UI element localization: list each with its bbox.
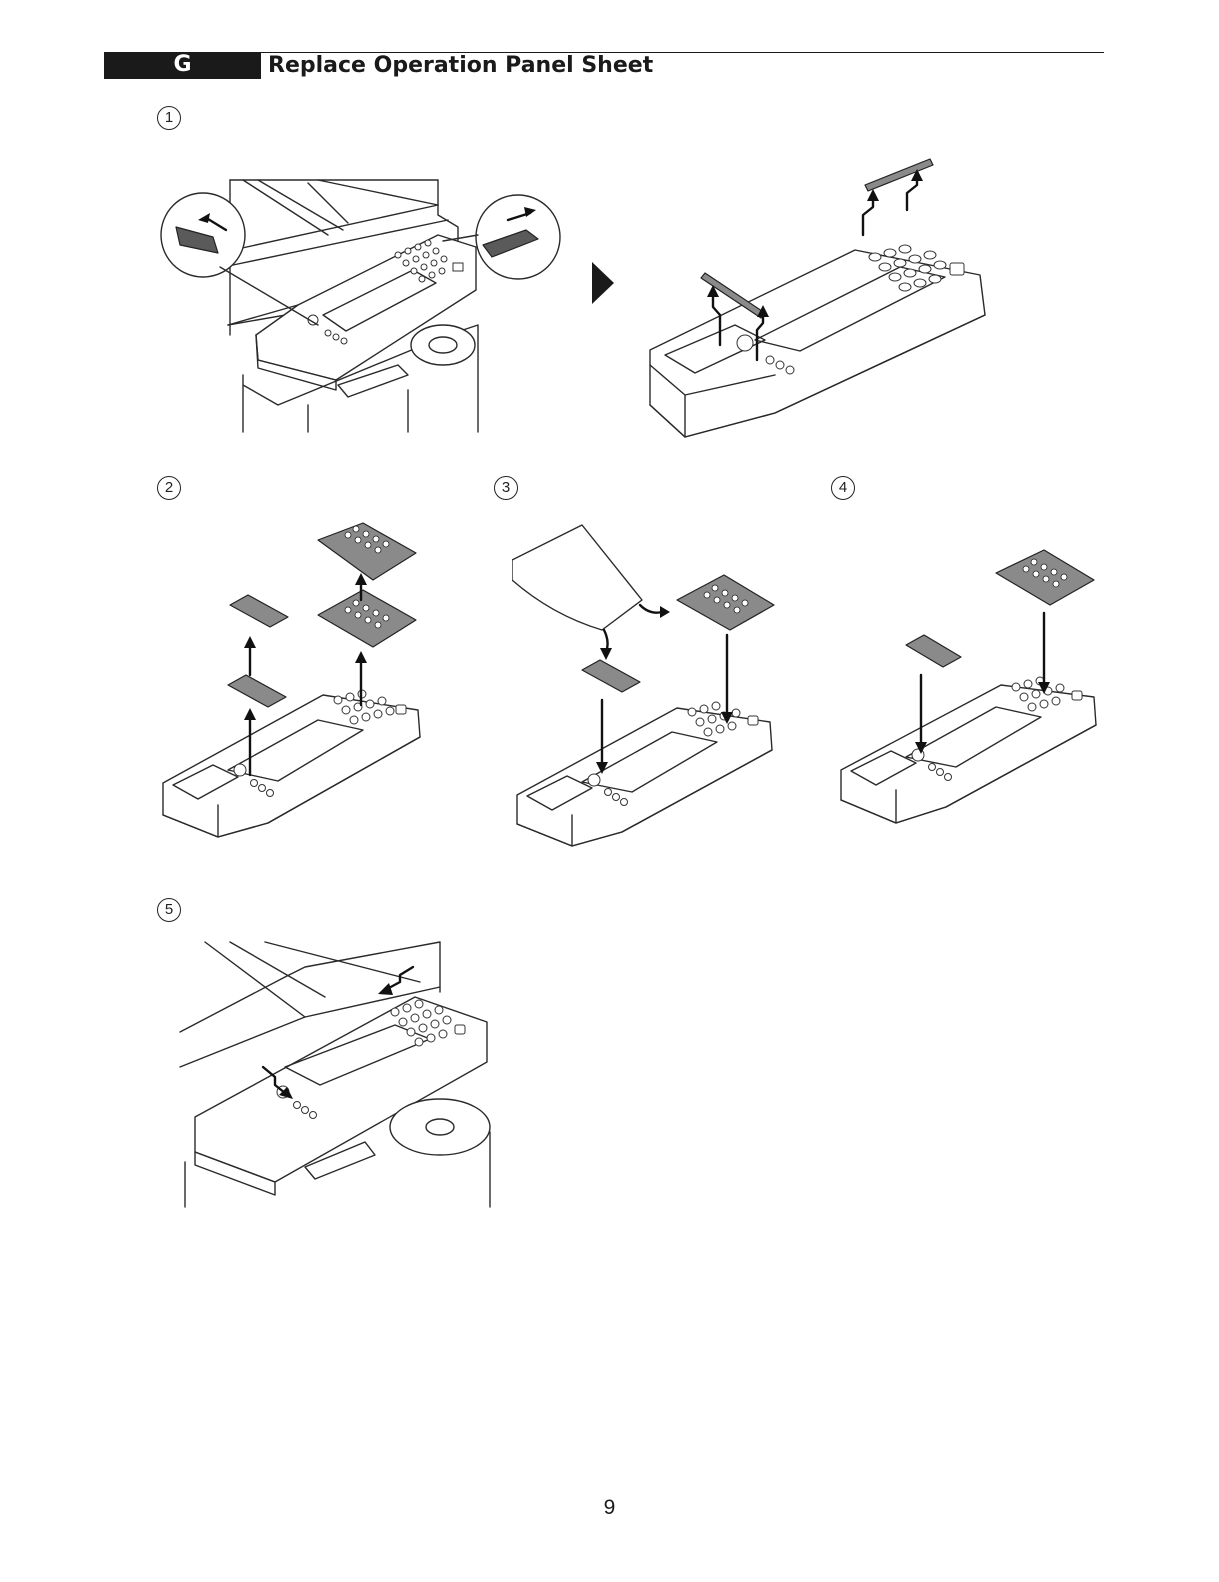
step-number-3: 3: [494, 476, 518, 500]
step-1-machine-illustration: [158, 175, 578, 437]
next-step-marker-icon: [592, 262, 614, 304]
page-title: Replace Operation Panel Sheet: [268, 51, 653, 81]
page-number: 9: [0, 1496, 1219, 1520]
step-number-2: 2: [157, 476, 181, 500]
step-3-illustration: [512, 520, 777, 850]
step-number-1: 1: [157, 106, 181, 130]
step-4-illustration: [836, 545, 1101, 835]
step-5-illustration: [175, 937, 495, 1212]
section-badge: G: [104, 52, 261, 79]
step-number-5: 5: [157, 898, 181, 922]
step-number-4: 4: [831, 476, 855, 500]
step-1-panel-illustration: [645, 155, 990, 450]
step-2-illustration: [158, 515, 426, 845]
